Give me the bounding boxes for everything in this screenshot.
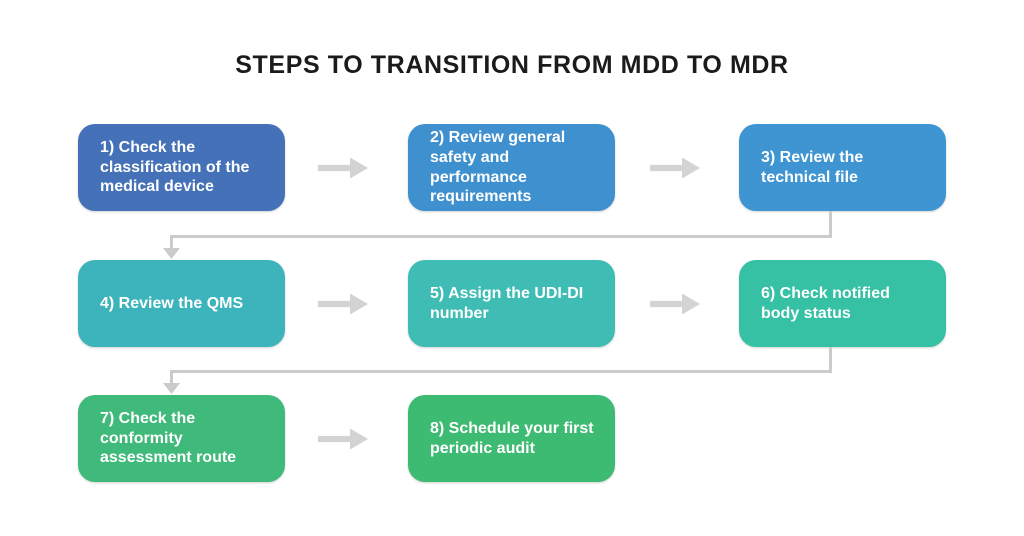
- step-label-4: 4) Review the QMS: [100, 294, 244, 312]
- step-box-8: 8) Schedule your first periodic audit: [408, 395, 615, 482]
- arrow-right-icon: [318, 428, 368, 450]
- step-box-3: 3) Review the technical file: [739, 124, 946, 211]
- arrow-right-icon: [318, 293, 368, 315]
- step-label-1: 1) Check the classification of the medic…: [100, 139, 250, 196]
- step-box-1: 1) Check the classification of the medic…: [78, 124, 285, 211]
- connector-line: [170, 373, 173, 383]
- connector-line: [170, 238, 173, 248]
- step-box-5: 5) Assign the UDI-DI number: [408, 260, 615, 347]
- step-box-7: 7) Check the conformity assessment route: [78, 395, 285, 482]
- arrow-right-icon: [318, 157, 368, 179]
- arrow-down-icon: [163, 248, 180, 259]
- step-label-3: 3) Review the technical file: [761, 148, 864, 186]
- connector-line: [829, 347, 832, 373]
- step-box-4: 4) Review the QMS: [78, 260, 285, 347]
- connector-line: [170, 235, 832, 238]
- connector-line: [829, 211, 832, 238]
- step-label-5: 5) Assign the UDI-DI number: [430, 284, 584, 322]
- step-box-2: 2) Review general safety and performance…: [408, 124, 615, 211]
- arrow-right-icon: [650, 293, 700, 315]
- connector-line: [170, 370, 832, 373]
- step-label-6: 6) Check notified body status: [761, 284, 890, 322]
- arrow-down-icon: [163, 383, 180, 394]
- step-label-2: 2) Review general safety and performance…: [430, 129, 566, 206]
- arrow-right-icon: [650, 157, 700, 179]
- step-label-8: 8) Schedule your first periodic audit: [430, 419, 594, 457]
- step-box-6: 6) Check notified body status: [739, 260, 946, 347]
- step-label-7: 7) Check the conformity assessment route: [100, 410, 237, 467]
- diagram-title: STEPS TO TRANSITION FROM MDD TO MDR: [235, 51, 789, 79]
